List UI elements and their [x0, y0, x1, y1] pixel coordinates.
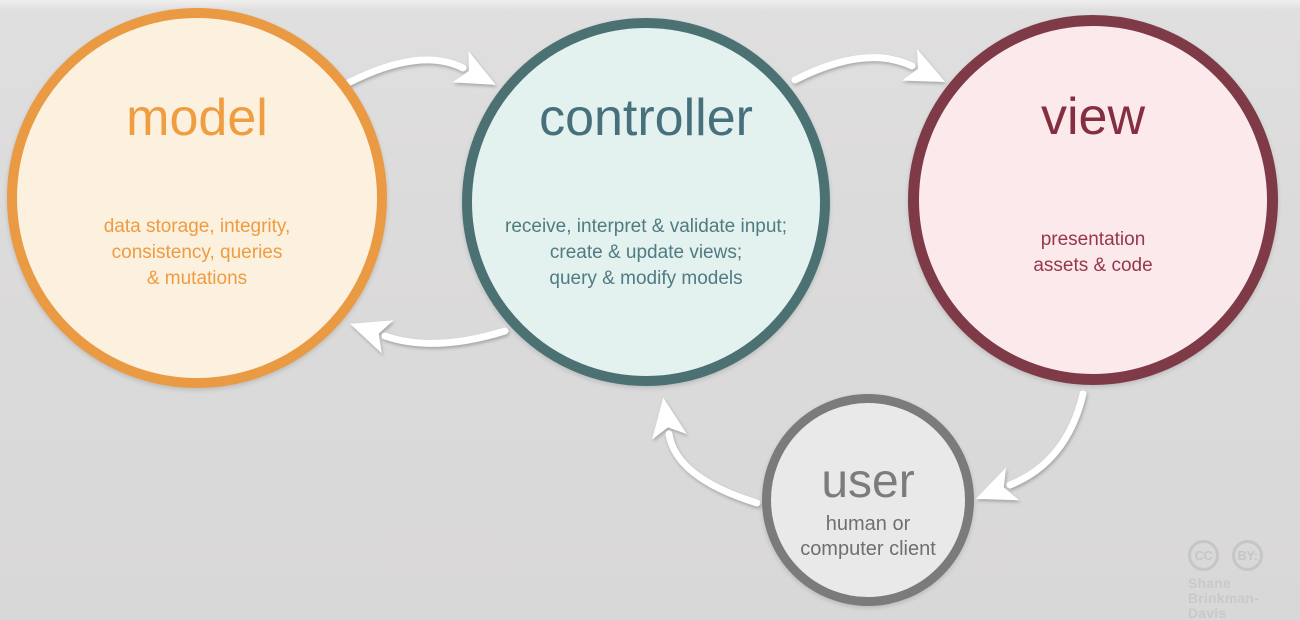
- node-user-description: human or computer client: [800, 513, 936, 560]
- node-user: user human or computer client: [762, 394, 974, 606]
- node-view-title: view: [1040, 88, 1146, 146]
- cc-by-badges: CC BY:: [1188, 540, 1296, 571]
- license-badge: CC BY: Shane Brinkman-Davis: [1188, 540, 1296, 620]
- arrow-controller-to-view-icon: [791, 48, 946, 84]
- node-user-title: user: [821, 455, 915, 508]
- arrow-model-to-controller-icon: [342, 50, 496, 88]
- node-model: model data storage, integrity, consisten…: [7, 8, 387, 388]
- node-controller-title: controller: [539, 89, 753, 147]
- cc-icon: CC: [1188, 540, 1219, 571]
- attribution-text: Shane Brinkman-Davis: [1188, 575, 1260, 620]
- node-model-description: data storage, integrity, consistency, qu…: [103, 216, 291, 289]
- node-controller-description: receive, interpret & validate input; cre…: [505, 216, 787, 289]
- arrow-controller-to-model-icon: [350, 320, 509, 354]
- arrow-view-to-user-icon: [975, 390, 1087, 501]
- node-model-title: model: [126, 89, 268, 147]
- node-view: view presentation assets & code: [908, 15, 1278, 385]
- node-view-description: presentation assets & code: [1033, 229, 1153, 276]
- node-controller: controller receive, interpret & validate…: [462, 18, 830, 386]
- cc-by-icon: BY:: [1232, 540, 1263, 571]
- arrow-user-to-controller-icon: [652, 397, 761, 507]
